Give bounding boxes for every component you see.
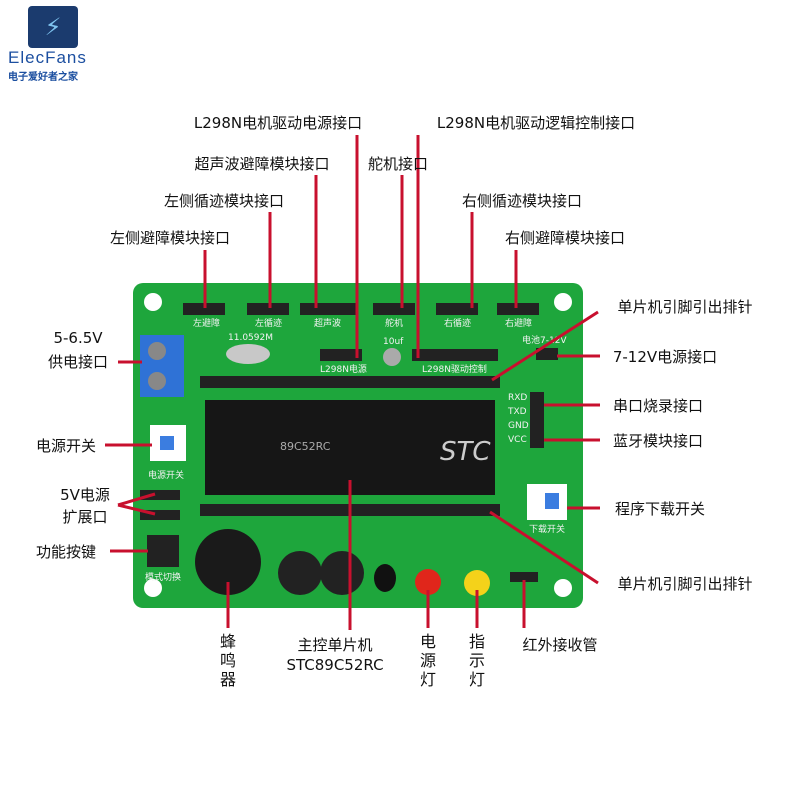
silkscreen-text: 左避障 左循迹 超声波 舵机 右循迹 右避障 11.0592M 10uf L29…: [145, 317, 567, 583]
elecfans-logo: ⚡ ElecFans 电子爱好者之家: [8, 6, 108, 83]
silk-serial-txd: TXD: [507, 407, 527, 417]
mcu-chip: [205, 400, 495, 495]
function-button: [147, 535, 179, 567]
label-serial: 串口烧录接口: [612, 397, 704, 415]
label-download-switch: 程序下载开关: [614, 500, 706, 518]
label-supply-voltage: 5-6.5V: [53, 329, 103, 347]
ir-receiver: [510, 572, 538, 582]
label-pin-header-bottom: 单片机引脚引出排针: [617, 575, 753, 593]
logo-subtitle: 电子爱好者之家: [8, 72, 78, 83]
mount-hole: [144, 293, 162, 311]
label-buzzer: 蜂鸣器: [219, 632, 236, 689]
label-pin-header-top: 单片机引脚引出排针: [617, 298, 753, 316]
chip-model: 89C52RC: [280, 440, 331, 453]
silk-mode: 模式切换: [145, 571, 181, 583]
silk-right-track: 右循迹: [444, 317, 471, 329]
silk-l298n-power: L298N电源: [320, 363, 367, 375]
silk-right-avoid: 右避障: [505, 317, 532, 329]
silk-download: 下载开关: [529, 523, 565, 535]
label-servo: 舵机接口: [367, 155, 429, 173]
capacitor-10uf: [383, 348, 401, 366]
label-ext-5v-2: 扩展口: [62, 508, 108, 526]
label-l298n-power: L298N电机驱动电源接口: [193, 114, 363, 132]
crystal: [226, 344, 270, 364]
mount-hole: [554, 293, 572, 311]
label-l298n-logic: L298N电机驱动逻辑控制接口: [436, 114, 636, 132]
label-mcu-1: 主控单片机: [297, 636, 373, 654]
silk-l298n-ctrl: L298N驱动控制: [422, 363, 487, 375]
label-function-key: 功能按键: [35, 543, 97, 561]
label-power-switch: 电源开关: [35, 437, 97, 455]
label-ext-5v-1: 5V电源: [60, 486, 110, 504]
indicator-led: [464, 570, 490, 596]
house-bolt-icon: ⚡: [28, 6, 78, 48]
silk-left-track: 左循迹: [255, 317, 282, 329]
silk-serial-rxd: RXD: [508, 393, 527, 403]
label-indicator-led: 指示灯: [468, 632, 485, 689]
label-ultrasonic: 超声波避障模块接口: [194, 155, 330, 173]
label-power-led: 电源灯: [419, 632, 436, 689]
label-right-track: 右侧循迹模块接口: [461, 192, 583, 210]
label-bluetooth: 蓝牙模块接口: [612, 432, 704, 450]
label-right-avoid: 右侧避障模块接口: [504, 229, 626, 247]
chip-brand: STC: [440, 437, 491, 467]
silk-servo: 舵机: [385, 317, 403, 329]
silk-battery: 电池7-12V: [522, 334, 567, 346]
mount-hole: [144, 579, 162, 597]
mount-hole: [554, 579, 572, 597]
silk-power-switch: 电源开关: [148, 469, 184, 481]
callout-lines: [105, 135, 600, 630]
silk-serial-gnd: GND: [508, 421, 529, 431]
label-mcu-2: STC89C52RC: [286, 656, 384, 674]
buzzer: [195, 529, 261, 595]
label-power-7-12v: 7-12V电源接口: [612, 348, 718, 366]
label-left-avoid: 左侧避障模块接口: [109, 229, 231, 247]
label-ir-receiver: 红外接收管: [522, 636, 598, 654]
label-supply-port: 供电接口: [47, 353, 109, 371]
silk-serial-vcc: VCC: [508, 435, 527, 445]
silk-cap: 10uf: [383, 337, 404, 347]
power-led: [415, 569, 441, 595]
silk-crystal: 11.0592M: [228, 333, 273, 343]
silk-left-avoid: 左避障: [193, 317, 220, 329]
silk-ultrasonic: 超声波: [314, 317, 341, 329]
label-left-track: 左侧循迹模块接口: [163, 192, 285, 210]
logo-name: ElecFans: [8, 48, 87, 67]
